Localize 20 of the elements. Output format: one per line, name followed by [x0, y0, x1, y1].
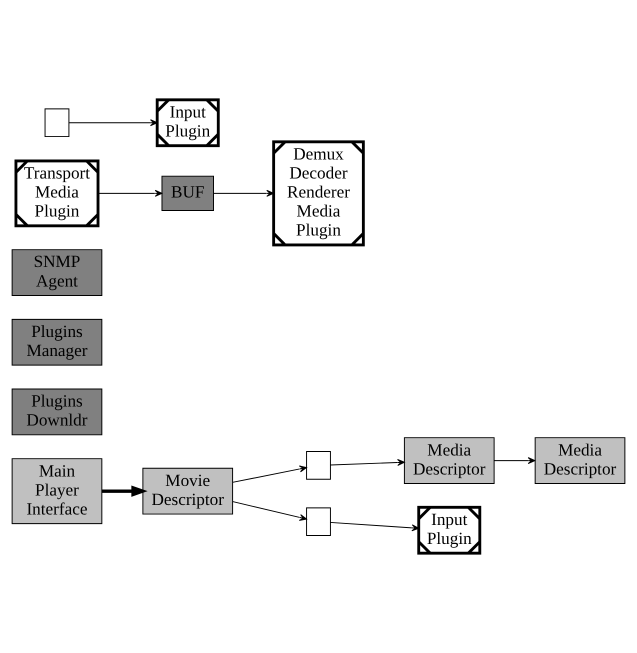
node-box — [306, 451, 331, 480]
node-box — [306, 507, 331, 536]
arrow — [232, 501, 307, 521]
node-box: Movie Descriptor — [142, 468, 234, 515]
arrow — [494, 457, 536, 464]
node-box: Plugins Downldr — [12, 388, 102, 436]
arrow — [98, 190, 162, 197]
arrow — [232, 465, 307, 483]
arrow — [68, 119, 158, 126]
node-box: BUF — [162, 176, 214, 212]
node-box: Plugins Manager — [12, 318, 102, 366]
arrow — [330, 459, 405, 466]
node-box: SNMP Agent — [12, 249, 102, 296]
arrow — [102, 485, 148, 497]
node-box: Main Player Interface — [12, 458, 102, 524]
node-box: Media Descriptor — [404, 437, 495, 484]
arrow — [330, 522, 420, 532]
node-box: Media Descriptor — [534, 437, 626, 484]
node-box — [44, 108, 70, 138]
arrow — [213, 190, 274, 197]
